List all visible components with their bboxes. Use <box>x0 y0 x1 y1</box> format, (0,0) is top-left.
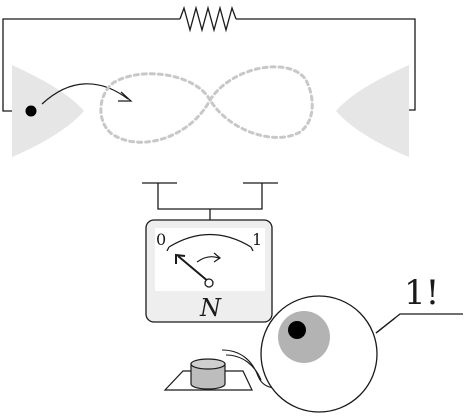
electron <box>25 105 37 117</box>
speech-bubble-tail <box>375 317 396 334</box>
observer-eye <box>260 295 378 413</box>
meter-scale-min: 0 <box>156 230 166 249</box>
observer-device <box>163 349 317 391</box>
right-electrode <box>336 65 409 157</box>
resistor <box>179 5 237 33</box>
trajectory-path <box>99 65 314 144</box>
meter-pivot <box>204 278 214 288</box>
speech-bubble: 1! <box>375 273 463 334</box>
meter-scale-arc-ticks <box>166 246 254 252</box>
meter-name: N <box>199 294 222 322</box>
left-electrode <box>12 65 84 157</box>
meter: 0 1 N <box>145 219 273 323</box>
electron-group <box>25 83 133 117</box>
probe-connector <box>142 182 278 220</box>
meter-motion-arrow <box>196 256 220 263</box>
probe-frame <box>157 183 263 210</box>
left-wire <box>2 18 180 112</box>
pupil <box>288 321 306 339</box>
meter-needle <box>177 255 210 283</box>
electron-arrow <box>41 83 129 105</box>
device-cylinder-top <box>190 358 226 370</box>
right-wire <box>236 18 416 111</box>
circuit <box>2 5 416 112</box>
iris <box>278 311 330 363</box>
electrodes <box>12 65 409 157</box>
electron-arrowhead <box>118 91 133 102</box>
speech-text: 1! <box>404 273 439 313</box>
meter-scale-max: 1 <box>252 230 262 249</box>
device-cylinder-body <box>190 363 226 390</box>
meter-motion-arrowhead <box>213 252 222 263</box>
meter-scale-arc <box>168 233 252 248</box>
meter-needle-tip <box>175 253 186 264</box>
device-cable-2 <box>225 354 262 381</box>
